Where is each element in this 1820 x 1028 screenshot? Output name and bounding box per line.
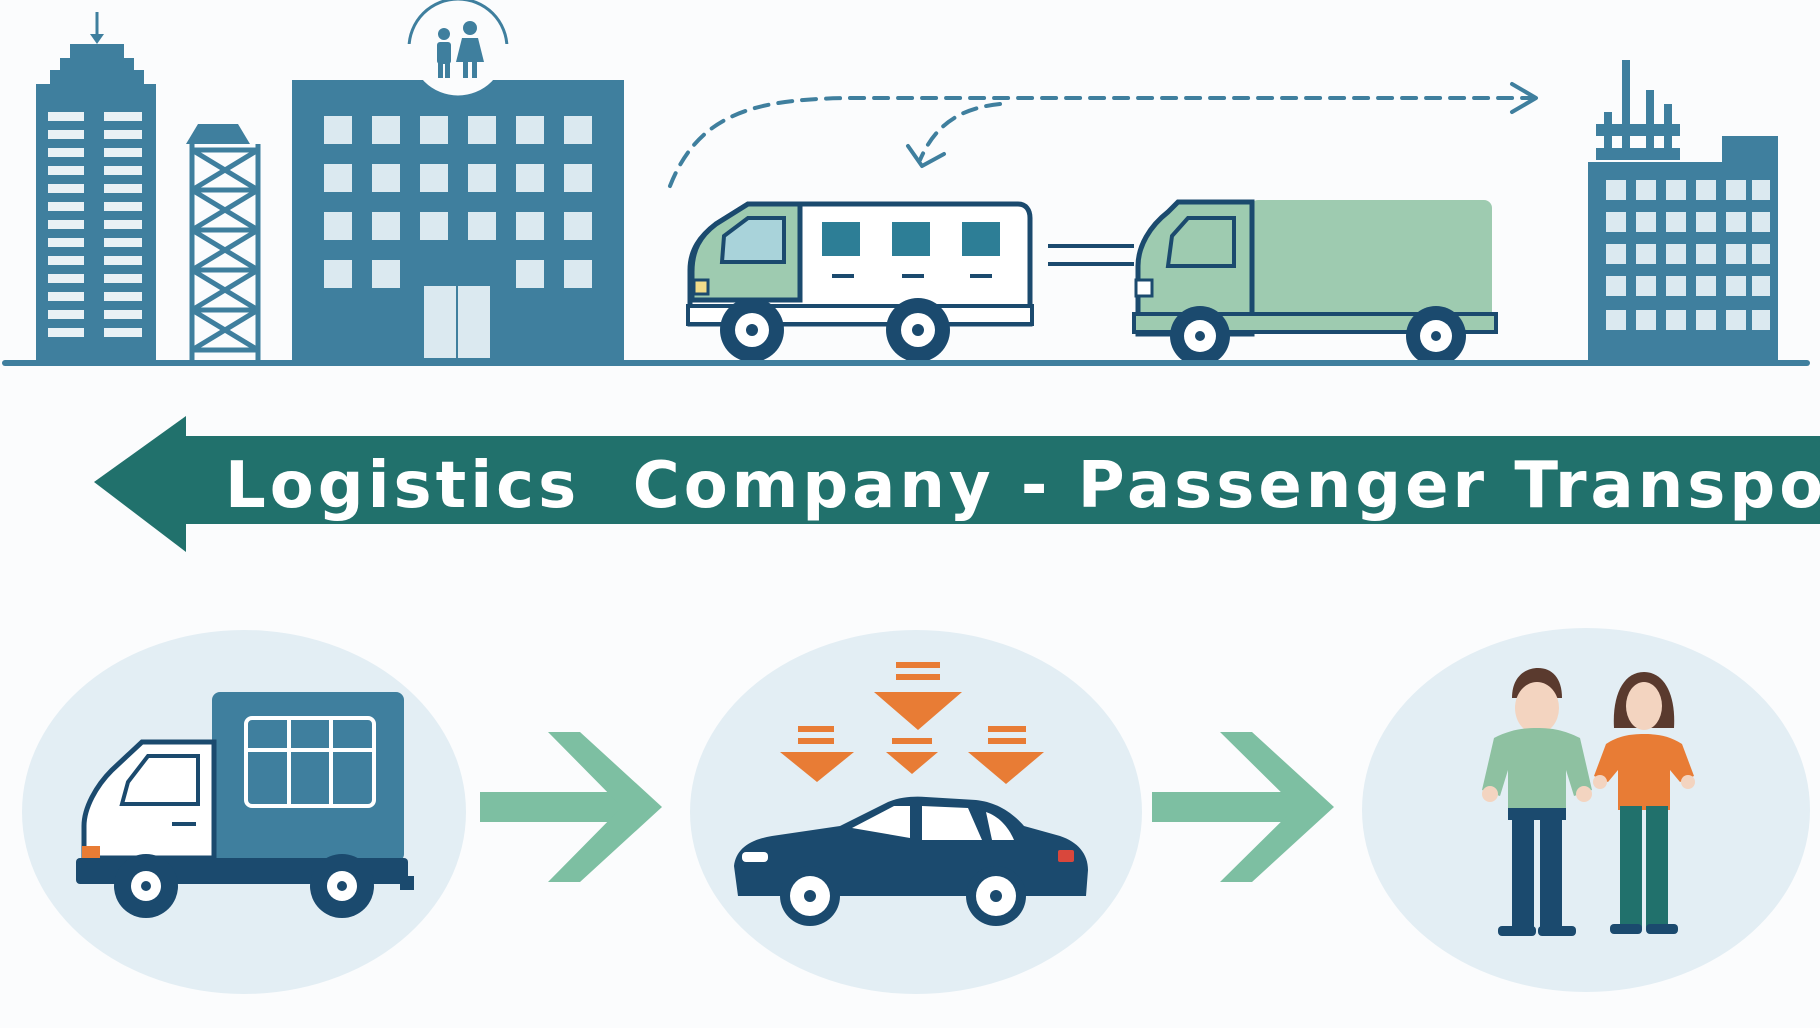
cargo-truck-icon	[1132, 199, 1498, 366]
banner-arrow	[94, 416, 1820, 552]
banner-title: Logistics Company - Passenger Transport	[225, 449, 1820, 523]
chevron-right-arrow-icon	[1510, 82, 1538, 114]
delivery-truck-icon	[76, 692, 414, 918]
lattice-tower-icon	[186, 124, 261, 360]
chevron-down-arrow-icon	[906, 144, 946, 168]
ground-line	[2, 360, 1810, 366]
people-icon	[1482, 668, 1695, 936]
tow-link-icon	[1048, 244, 1134, 266]
flow-arrow-2	[1152, 732, 1334, 882]
skyscraper-icon	[36, 12, 156, 360]
car-icon	[734, 796, 1088, 926]
dashed-route-arrow-icon	[668, 96, 1532, 188]
office-building-icon	[292, 80, 624, 360]
flow-arrow-1	[480, 732, 662, 882]
family-sign-icon	[407, 0, 509, 99]
step-circle-people	[1362, 628, 1810, 992]
passenger-van-icon	[686, 201, 1034, 362]
download-arrow-icon	[780, 662, 1044, 784]
factory-icon	[1588, 60, 1778, 360]
